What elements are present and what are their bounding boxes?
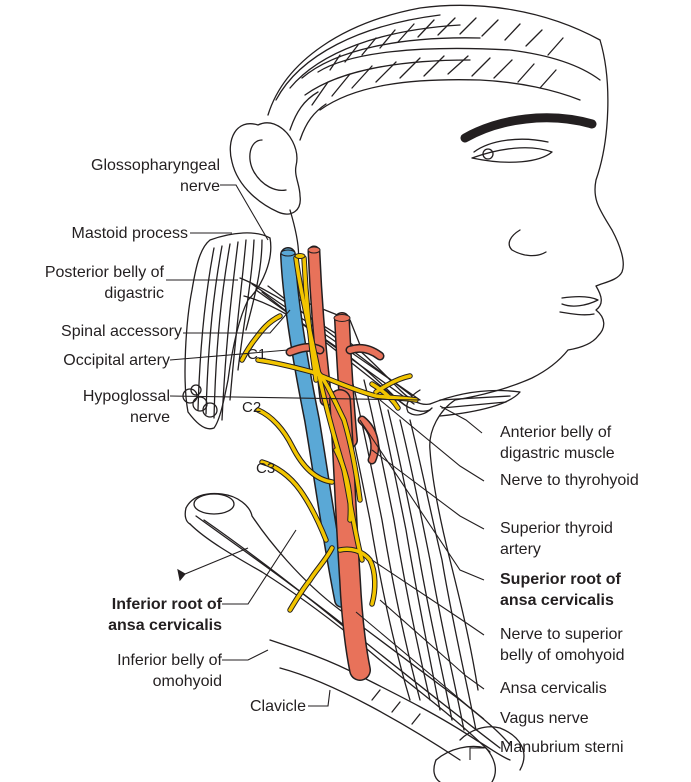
label-ansa-cervicalis: Ansa cervicalis <box>500 678 607 699</box>
label-c3: C3 <box>256 460 275 477</box>
label-inferior-root-line2: ansa cervicalis <box>108 615 222 636</box>
label-occipital-artery: Occipital artery <box>63 350 170 371</box>
label-glossopharyngeal-line2: nerve <box>91 176 220 197</box>
label-anterior-belly-digastric: Anterior belly of digastric muscle <box>500 422 615 464</box>
label-nerve-superior-belly-line1: Nerve to superior <box>500 624 625 645</box>
manubrium-sterni <box>434 747 495 782</box>
label-superior-root-line1: Superior root of <box>500 569 621 590</box>
label-hypoglossal-nerve: Hypoglossal nerve <box>83 386 170 428</box>
nerves <box>242 254 416 611</box>
label-glossopharyngeal-line1: Glossopharyngeal <box>91 155 220 176</box>
label-superior-thyroid-line1: Superior thyroid <box>500 518 613 539</box>
label-c1: C1 <box>247 346 266 363</box>
label-posterior-belly-line2: digastric <box>45 283 164 304</box>
label-hypoglossal-line2: nerve <box>83 407 170 428</box>
label-anterior-belly-line2: digastric muscle <box>500 443 615 464</box>
clavicle <box>270 640 524 770</box>
label-glossopharyngeal-nerve: Glossopharyngeal nerve <box>91 155 220 197</box>
label-clavicle: Clavicle <box>250 696 306 717</box>
ear <box>230 123 300 214</box>
label-nerve-to-thyrohyoid: Nerve to thyrohyoid <box>500 470 639 491</box>
label-inferior-belly-omohyoid: Inferior belly of omohyoid <box>117 650 222 692</box>
label-manubrium-sterni: Manubrium sterni <box>500 737 624 758</box>
label-superior-thyroid-line2: artery <box>500 539 613 560</box>
label-mastoid-process: Mastoid process <box>72 223 189 244</box>
eye <box>465 118 592 162</box>
label-superior-root-line2: ansa cervicalis <box>500 590 621 611</box>
label-inferior-belly-line2: omohyoid <box>117 671 222 692</box>
label-c2: C2 <box>242 399 261 416</box>
label-posterior-belly-line1: Posterior belly of <box>45 262 164 283</box>
label-inferior-root-line1: Inferior root of <box>108 594 222 615</box>
label-nerve-to-superior-belly-omohyoid: Nerve to superior belly of omohyoid <box>500 624 625 666</box>
label-superior-root-ansa-cervicalis: Superior root of ansa cervicalis <box>500 569 621 611</box>
face-profile <box>455 40 623 400</box>
label-nerve-superior-belly-line2: belly of omohyoid <box>500 645 625 666</box>
label-inferior-belly-line1: Inferior belly of <box>117 650 222 671</box>
label-posterior-belly-digastric: Posterior belly of digastric <box>45 262 164 304</box>
vessels <box>281 247 380 670</box>
label-spinal-accessory: Spinal accessory <box>61 321 182 342</box>
label-vagus-nerve: Vagus nerve <box>500 708 589 729</box>
label-superior-thyroid-artery: Superior thyroid artery <box>500 518 613 560</box>
label-anterior-belly-line1: Anterior belly of <box>500 422 615 443</box>
label-hypoglossal-line1: Hypoglossal <box>83 386 170 407</box>
label-inferior-root-ansa-cervicalis: Inferior root of ansa cervicalis <box>108 594 222 636</box>
